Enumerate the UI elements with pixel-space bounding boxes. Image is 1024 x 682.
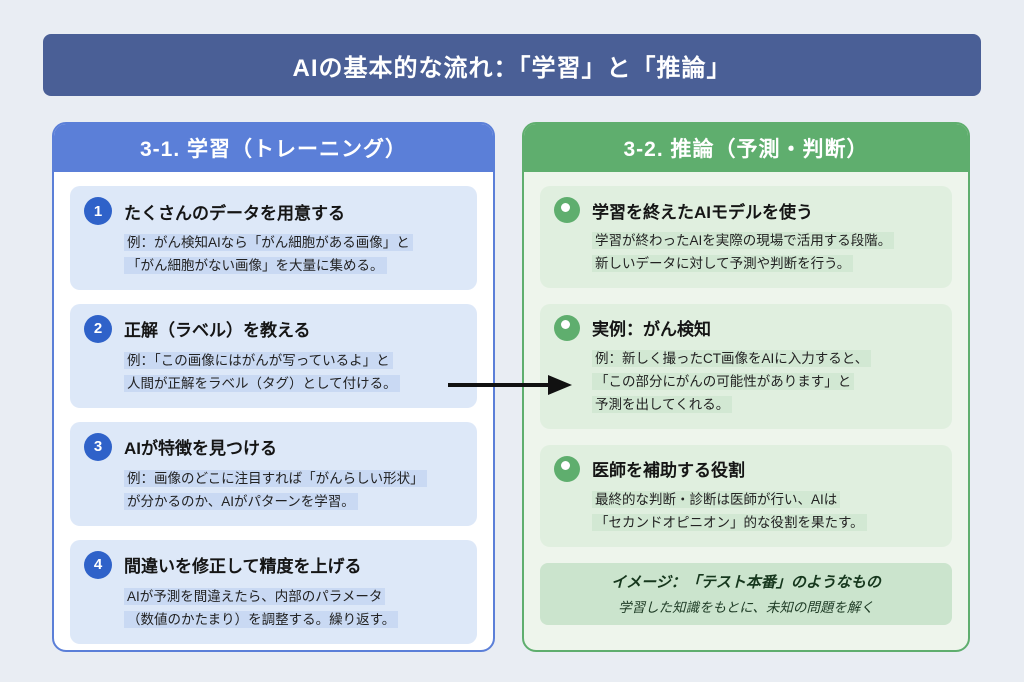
inference-footer: イメージ：「テスト本番」のようなもの 学習した知識をもとに、未知の問題を解く [540,562,952,625]
inference-item-desc: 学習が終わったAIを実際の現場で活用する段階。 新しいデータに対して予測や判断を… [592,230,938,276]
inference-panel-header: 3-2. 推論（予測・判断） [524,124,968,172]
training-panel-body: 1 たくさんのデータを用意する 例：がん検知AIなら「がん細胞がある画像」と 「… [54,172,493,650]
training-panel: 3-1. 学習（トレーニング） 1 たくさんのデータを用意する 例：がん検知AI… [52,122,495,652]
bullet-icon [554,455,580,482]
step-title: 間違いを修正して精度を上げる [124,557,362,577]
inference-item-2: 実例：がん検知 例：新しく撮ったCT画像をAIに入力すると、 「この部分にがんの… [540,303,952,429]
step-title: たくさんのデータを用意する [124,203,345,223]
step-example: 例：がん検知AIなら「がん細胞がある画像」と 「がん細胞がない画像」を大量に集め… [124,232,463,278]
step-number-badge: 3 [84,432,112,461]
step-title: 正解（ラベル）を教える [124,321,311,341]
training-step-3: 3 AIが特徴を見つける 例：画像のどこに注目すれば「がんらしい形状」 が分かる… [70,421,477,526]
inference-panel-body: 学習を終えたAIモデルを使う 学習が終わったAIを実際の現場で活用する段階。 新… [524,172,968,635]
inference-item-3: 医師を補助する役割 最終的な判断・診断は医師が行い、AIは 「セカンドオピニオン… [540,444,952,547]
inference-item-1: 学習を終えたAIモデルを使う 学習が終わったAIを実際の現場で活用する段階。 新… [540,186,952,288]
inference-item-title: 医師を補助する役割 [592,461,745,481]
inference-item-desc: 例：新しく撮ったCT画像をAIに入力すると、 「この部分にがんの可能性があります… [592,348,938,417]
training-panel-header: 3-1. 学習（トレーニング） [54,124,493,172]
bullet-icon [554,314,580,341]
training-step-4: 4 間違いを修正して精度を上げる AIが予測を間違えたら、内部のパラメータ （数… [70,539,477,644]
inference-item-title: 実例：がん検知 [592,320,711,340]
main-title-bar: AIの基本的な流れ：「学習」と「推論」 [43,34,981,96]
step-example: 例：画像のどこに注目すれば「がんらしい形状」 が分かるのか、AIがパターンを学習… [124,468,463,514]
step-number-badge: 2 [84,314,112,343]
step-example: 例：「この画像にはがんが写っているよ」と 人間が正解をラベル（タグ）として付ける… [124,350,463,396]
bullet-icon [554,197,580,223]
inference-item-title: 学習を終えたAIモデルを使う [592,202,813,222]
inference-item-desc: 最終的な判断・診断は医師が行い、AIは 「セカンドオピニオン」的な役割を果たす。 [592,489,938,535]
training-panel-title: 3-1. 学習（トレーニング） [139,138,408,161]
inference-panel-title: 3-2. 推論（予測・判断） [623,138,869,161]
inference-footer-sub: 学習した知識をもとに、未知の問題を解く [618,599,874,615]
main-title: AIの基本的な流れ：「学習」と「推論」 [292,54,732,82]
training-step-1: 1 たくさんのデータを用意する 例：がん検知AIなら「がん細胞がある画像」と 「… [70,186,477,290]
step-number-badge: 4 [84,550,112,579]
training-step-2: 2 正解（ラベル）を教える 例：「この画像にはがんが写っているよ」と 人間が正解… [70,303,477,408]
inference-panel: 3-2. 推論（予測・判断） 学習を終えたAIモデルを使う 学習が終わったAIを… [522,122,970,652]
step-title: AIが特徴を見つける [124,439,277,459]
flow-arrow-icon [446,370,572,400]
inference-footer-title: イメージ：「テスト本番」のようなもの [611,573,881,591]
step-number-badge: 1 [84,197,112,225]
step-example: AIが予測を間違えたら、内部のパラメータ （数値のかたまり）を調整する。繰り返す… [124,586,463,632]
